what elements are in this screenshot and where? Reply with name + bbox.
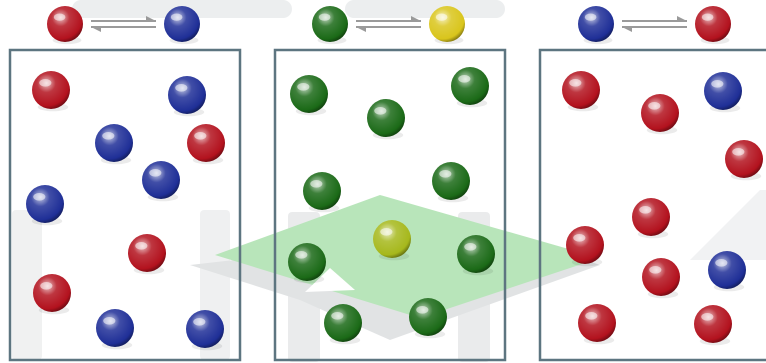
blue-molecule xyxy=(95,124,133,164)
red-molecule xyxy=(641,94,679,134)
equilibrium-arrows-icon xyxy=(91,16,156,32)
molecules xyxy=(562,71,763,345)
red-molecule xyxy=(578,304,616,344)
equilibrium-3 xyxy=(578,6,731,44)
panel-3 xyxy=(540,6,766,360)
blue-molecule xyxy=(708,251,746,291)
green-molecule xyxy=(367,99,405,139)
blue-molecule xyxy=(186,310,224,350)
reactant-molecule xyxy=(312,6,348,44)
blue-molecule xyxy=(142,161,180,201)
blue-molecule xyxy=(704,72,742,112)
red-molecule xyxy=(694,305,732,345)
green-molecule xyxy=(409,298,447,338)
red-molecule xyxy=(562,71,600,111)
red-molecule xyxy=(32,71,70,111)
red-molecule xyxy=(642,258,680,298)
equilibrium-arrows-icon xyxy=(356,16,421,32)
equilibrium-arrows-icon xyxy=(622,16,687,32)
red-molecule xyxy=(725,140,763,180)
red-molecule xyxy=(632,198,670,238)
molecules xyxy=(26,71,225,350)
blue-molecule xyxy=(168,76,206,116)
green-molecule xyxy=(303,172,341,212)
green-molecule xyxy=(451,67,489,107)
product-molecule xyxy=(164,6,200,44)
blue-molecule xyxy=(96,309,134,349)
product-molecule xyxy=(695,6,731,44)
product-molecule xyxy=(429,6,465,44)
green-molecule xyxy=(432,162,470,202)
red-molecule xyxy=(187,124,225,164)
green-molecule xyxy=(324,304,362,344)
reactant-molecule xyxy=(578,6,614,44)
green-molecule xyxy=(290,75,328,115)
red-molecule xyxy=(128,234,166,274)
reactant-molecule xyxy=(47,6,83,44)
